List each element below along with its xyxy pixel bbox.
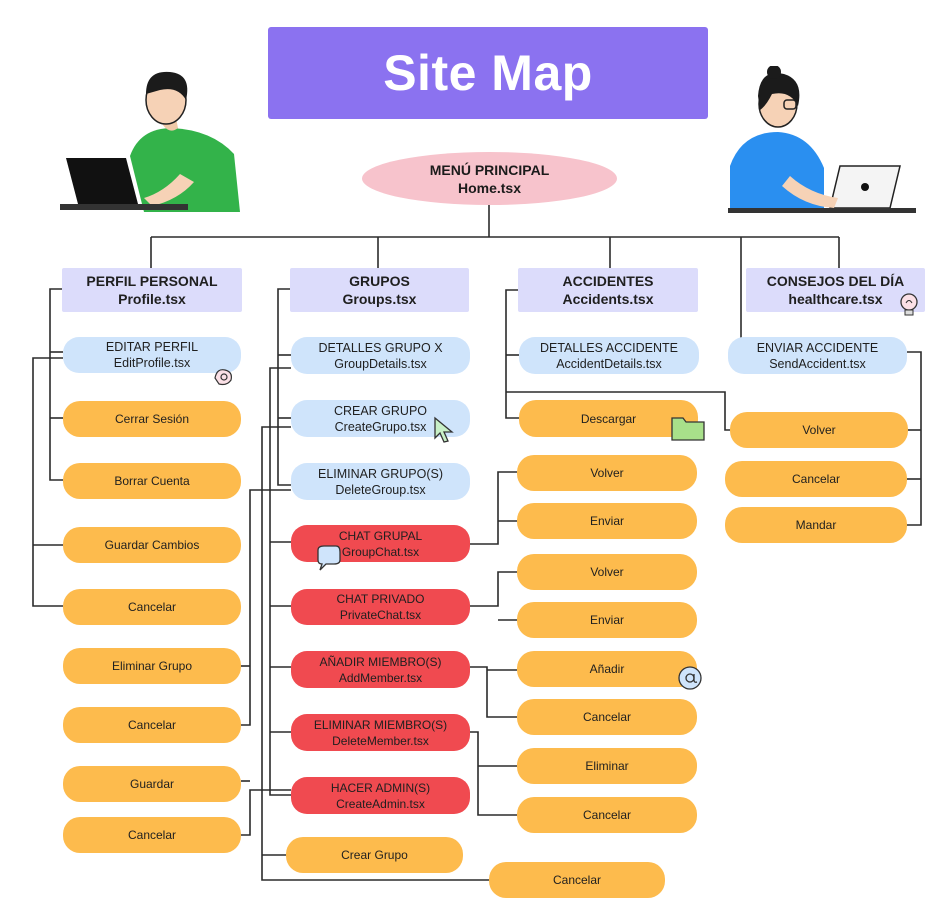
- action-cancelar[interactable]: Cancelar: [63, 817, 241, 853]
- action-enviar[interactable]: Enviar: [517, 602, 697, 638]
- section-file: Profile.tsx: [118, 291, 186, 307]
- page-title-text: HACER ADMIN(S): [330, 780, 431, 795]
- page-file: CreateAdmin.tsx: [336, 796, 425, 811]
- page-create-admin[interactable]: HACER ADMIN(S) CreateAdmin.tsx: [291, 777, 470, 814]
- page-file: DeleteGroup.tsx: [335, 482, 426, 497]
- home-title: MENÚ PRINCIPAL: [429, 161, 550, 178]
- page-file: GroupDetails.tsx: [334, 356, 427, 371]
- section-file: healthcare.tsx: [788, 291, 883, 307]
- man-with-laptop-illustration: [60, 71, 240, 212]
- lightbulb-icon: [900, 293, 918, 316]
- page-title-text: DETALLES ACCIDENTE: [539, 340, 678, 355]
- ok-hand-icon: [214, 369, 232, 386]
- page-add-member[interactable]: AÑADIR MIEMBRO(S) AddMember.tsx: [291, 651, 470, 688]
- action-enviar[interactable]: Enviar: [517, 503, 697, 539]
- page-title-text: ELIMINAR MIEMBRO(S): [313, 717, 448, 732]
- page-title-text: ELIMINAR GRUPO(S): [317, 466, 443, 481]
- section-title: CONSEJOS DEL DÍA: [766, 273, 905, 289]
- page-title-text: AÑADIR MIEMBRO(S): [319, 654, 442, 669]
- page-file: AccidentDetails.tsx: [556, 356, 662, 371]
- section-tips[interactable]: CONSEJOS DEL DÍA healthcare.tsx: [746, 268, 925, 312]
- action-guardar[interactable]: Guardar: [63, 766, 241, 802]
- action-cancelar[interactable]: Cancelar: [489, 862, 665, 898]
- section-title: ACCIDENTES: [562, 273, 654, 289]
- action-borrar-cuenta[interactable]: Borrar Cuenta: [63, 463, 241, 499]
- action-cancelar[interactable]: Cancelar: [517, 699, 697, 735]
- action-cancelar[interactable]: Cancelar: [63, 589, 241, 625]
- page-title-text: CHAT PRIVADO: [336, 592, 425, 606]
- page-file: CreateGrupo.tsx: [334, 419, 427, 434]
- page-title-text: ENVIAR ACCIDENTE: [756, 340, 879, 355]
- page-delete-group[interactable]: ELIMINAR GRUPO(S) DeleteGroup.tsx: [291, 463, 470, 500]
- section-profile[interactable]: PERFIL PERSONAL Profile.tsx: [62, 268, 242, 312]
- woman-with-laptop-illustration: [728, 66, 916, 213]
- action-cancelar[interactable]: Cancelar: [63, 707, 241, 743]
- action-volver[interactable]: Volver: [517, 455, 697, 491]
- page-file: DeleteMember.tsx: [332, 733, 429, 748]
- section-title: PERFIL PERSONAL: [86, 273, 218, 289]
- page-title: Site Map: [268, 27, 708, 119]
- action-guardar-cambios[interactable]: Guardar Cambios: [63, 527, 241, 563]
- section-accidents[interactable]: ACCIDENTES Accidents.tsx: [518, 268, 698, 312]
- page-file: AddMember.tsx: [338, 670, 423, 685]
- section-title: GRUPOS: [349, 273, 410, 289]
- page-send-accident[interactable]: ENVIAR ACCIDENTE SendAccident.tsx: [728, 337, 907, 374]
- at-sign-icon: [678, 666, 702, 690]
- page-file: GroupChat.tsx: [341, 544, 420, 559]
- home-file: Home.tsx: [457, 179, 522, 196]
- action-volver[interactable]: Volver: [517, 554, 697, 590]
- section-file: Groups.tsx: [342, 291, 417, 307]
- action-cancelar[interactable]: Cancelar: [517, 797, 697, 833]
- cursor-arrow-icon: [434, 416, 454, 443]
- action-eliminar-grupo[interactable]: Eliminar Grupo: [63, 648, 241, 684]
- section-file: Accidents.tsx: [562, 291, 654, 307]
- action-cancelar[interactable]: Cancelar: [725, 461, 907, 497]
- action-descargar[interactable]: Descargar: [519, 400, 698, 437]
- action-crear-grupo[interactable]: Crear Grupo: [286, 837, 463, 873]
- page-delete-member[interactable]: ELIMINAR MIEMBRO(S) DeleteMember.tsx: [291, 714, 470, 751]
- page-file: SendAccident.tsx: [769, 356, 866, 371]
- page-title-text: CREAR GRUPO: [333, 403, 428, 418]
- section-groups[interactable]: GRUPOS Groups.tsx: [290, 268, 469, 312]
- home-node[interactable]: MENÚ PRINCIPAL Home.tsx: [362, 152, 617, 205]
- action-mandar[interactable]: Mandar: [725, 507, 907, 543]
- page-title-text: DETALLES GRUPO X: [318, 340, 443, 355]
- action-cerrar-sesion[interactable]: Cerrar Sesión: [63, 401, 241, 437]
- page-private-chat[interactable]: CHAT PRIVADO PrivateChat.tsx: [291, 589, 470, 625]
- page-file: EditProfile.tsx: [113, 356, 191, 370]
- page-title-text: EDITAR PERFIL: [105, 340, 199, 354]
- page-title-text: CHAT GRUPAL: [338, 528, 423, 543]
- page-group-details[interactable]: DETALLES GRUPO X GroupDetails.tsx: [291, 337, 470, 374]
- page-edit-profile[interactable]: EDITAR PERFIL EditProfile.tsx: [63, 337, 241, 373]
- page-file: PrivateChat.tsx: [339, 608, 422, 622]
- folder-icon: [671, 417, 705, 441]
- action-anadir[interactable]: Añadir: [517, 651, 697, 687]
- page-accident-details[interactable]: DETALLES ACCIDENTE AccidentDetails.tsx: [519, 337, 699, 374]
- action-volver[interactable]: Volver: [730, 412, 908, 448]
- action-eliminar[interactable]: Eliminar: [517, 748, 697, 784]
- chat-bubble-icon: [317, 545, 341, 571]
